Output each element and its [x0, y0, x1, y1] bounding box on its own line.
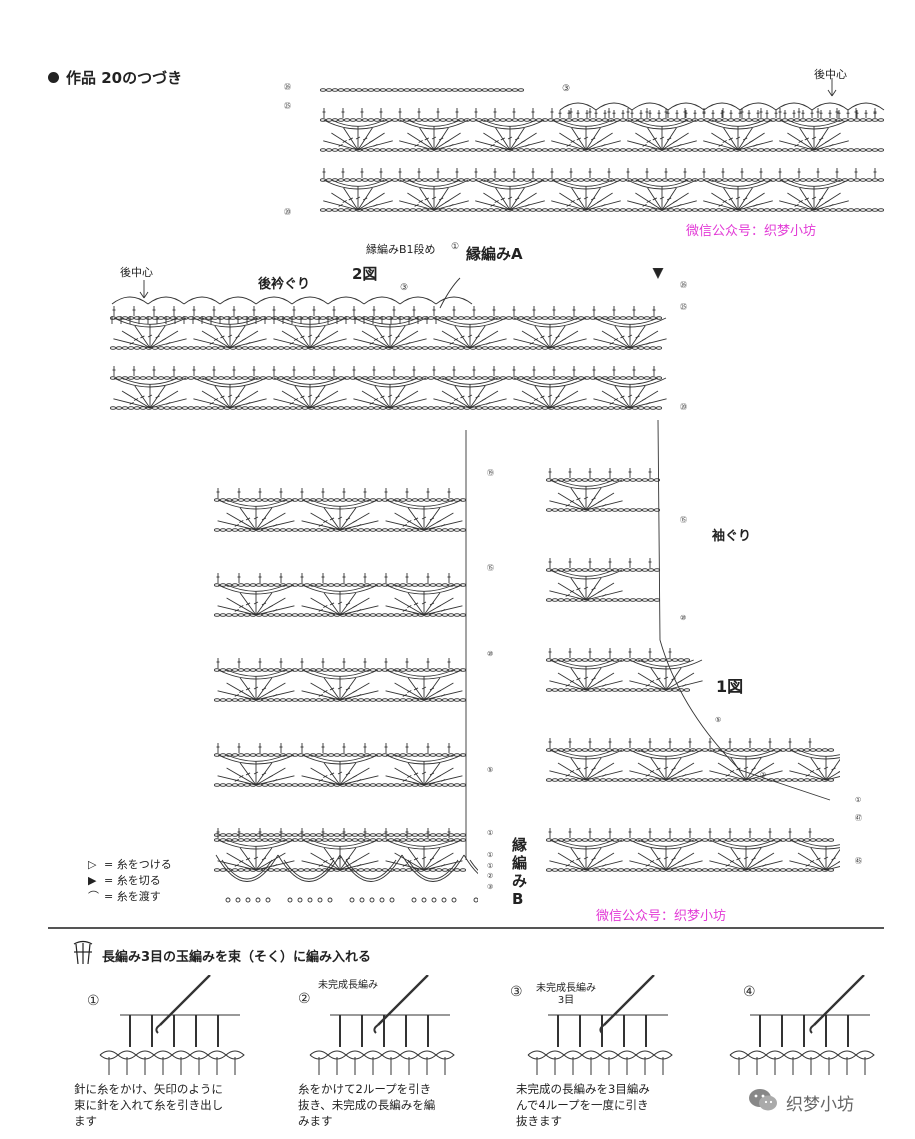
- fig1l-row-15: ⑮: [487, 564, 494, 572]
- step-3-caption: 未完成の長編みを3目編み んで4ループを一度に引き 抜きます: [516, 1082, 650, 1128]
- step-illustrations-svg: [99, 974, 875, 1075]
- fig1l-row-5: ⑤: [487, 766, 494, 774]
- figure-1-right-svg: [545, 419, 863, 872]
- step-2-number: ②: [298, 991, 311, 1007]
- edge-b-row-1a: ①: [487, 851, 494, 859]
- figure-1-label: 1図: [716, 677, 744, 696]
- legend-text-attach: = 糸をつける: [104, 858, 172, 871]
- cut-yarn-icon: ▶: [88, 874, 97, 887]
- figure-1-right-chart: [540, 410, 863, 890]
- section-divider: [48, 927, 884, 929]
- step-4-number: ④: [743, 984, 756, 1000]
- edge-b-row-1b: ①: [487, 862, 494, 870]
- edge-b-row-3: ③: [487, 883, 494, 891]
- fig1r-row-47: ㊼: [855, 814, 862, 822]
- fig1r-row-45: ㊺: [855, 857, 862, 865]
- legend-item-carry: ⌒ = 糸を渡す: [88, 888, 172, 904]
- step-1-caption: 針に糸をかけ、矢印のように 束に針を入れて糸を引き出し ます: [74, 1082, 224, 1128]
- cluster-stitch-icon: [72, 940, 94, 970]
- figure-1-left-chart: [208, 430, 527, 910]
- fig1l-row-1: ①: [487, 829, 494, 837]
- wechat-icon: [748, 1087, 778, 1117]
- step-2-caption: 糸をかけて2ループを引き 抜き、未完成の長編みを編 みます: [298, 1082, 436, 1128]
- fig2-row-20: ⑳: [680, 403, 687, 411]
- fig2-marker-1: ①: [451, 242, 460, 252]
- top-chart-svg: [319, 78, 885, 212]
- page-title: 作品 20のつづき: [66, 69, 183, 87]
- figure-1-left-svg: [213, 430, 527, 903]
- fig2-row-26: ㉖: [680, 281, 687, 289]
- step-3-number: ③: [510, 984, 523, 1000]
- edge-b-label: 縁編みB: [512, 836, 528, 908]
- watermark-1: 微信公众号：织梦小坊: [686, 224, 817, 239]
- fig2-marker-3: ③: [400, 283, 409, 293]
- step-3-note: 未完成長編み 3目: [536, 983, 596, 1006]
- figure-2-svg: [109, 267, 667, 410]
- watermark-2: 微信公众号：织梦小坊: [596, 909, 727, 924]
- fig1l-row-10: ⑩: [487, 650, 494, 658]
- step-illustrations: [90, 974, 880, 1085]
- legend-item-cut: ▶ = 糸を切る: [88, 872, 172, 888]
- legend: ▷ = 糸をつける ▶ = 糸を切る ⌒ = 糸を渡す: [88, 856, 172, 904]
- carry-yarn-icon: ⌒: [88, 890, 99, 903]
- figure-2-label: 2図: [352, 265, 378, 283]
- edge-b1-label: 縁編みB1段め: [366, 243, 436, 256]
- edge-a-label: 縁編みA: [466, 245, 523, 263]
- fig2-back-center: 後中心: [120, 266, 153, 279]
- fig1r-row-1: ①: [855, 796, 862, 804]
- back-collar-label: 後衿ぐり: [258, 277, 311, 292]
- top-row-label-20: ⑳: [284, 208, 291, 216]
- attach-yarn-icon: ▷: [88, 858, 97, 871]
- top-row-label-25: ㉕: [284, 102, 291, 110]
- legend-text-cut: = 糸を切る: [104, 874, 161, 887]
- brand-name: 织梦小坊: [786, 1095, 854, 1115]
- fig2-row-25: ㉕: [680, 303, 687, 311]
- step-1-number: ①: [87, 993, 100, 1009]
- fig1r-row-10: ⑩: [680, 614, 687, 622]
- step-2-note: 未完成長編み: [318, 980, 378, 991]
- top-back-center-label: 後中心: [814, 68, 847, 81]
- fig1l-row-19: ⑲: [487, 469, 494, 477]
- top-marker-3: ③: [562, 84, 571, 94]
- fig1r-row-15: ⑮: [680, 516, 687, 524]
- fig1r-row-5: ⑤: [715, 716, 722, 724]
- tutorial-title: 長編み3目の玉編みを束（そく）に編み入れる: [102, 950, 372, 965]
- edge-b-row-2: ②: [487, 872, 494, 880]
- armhole-label: 袖ぐり: [712, 529, 752, 544]
- legend-text-carry: = 糸を渡す: [104, 890, 161, 903]
- top-chart: [280, 70, 890, 220]
- title-bullet: [48, 72, 59, 83]
- top-row-label-26: ㉖: [284, 83, 291, 91]
- legend-item-attach: ▷ = 糸をつける: [88, 856, 172, 872]
- fig1r-row-2: ②: [760, 771, 767, 779]
- figure-2-chart: [100, 267, 670, 418]
